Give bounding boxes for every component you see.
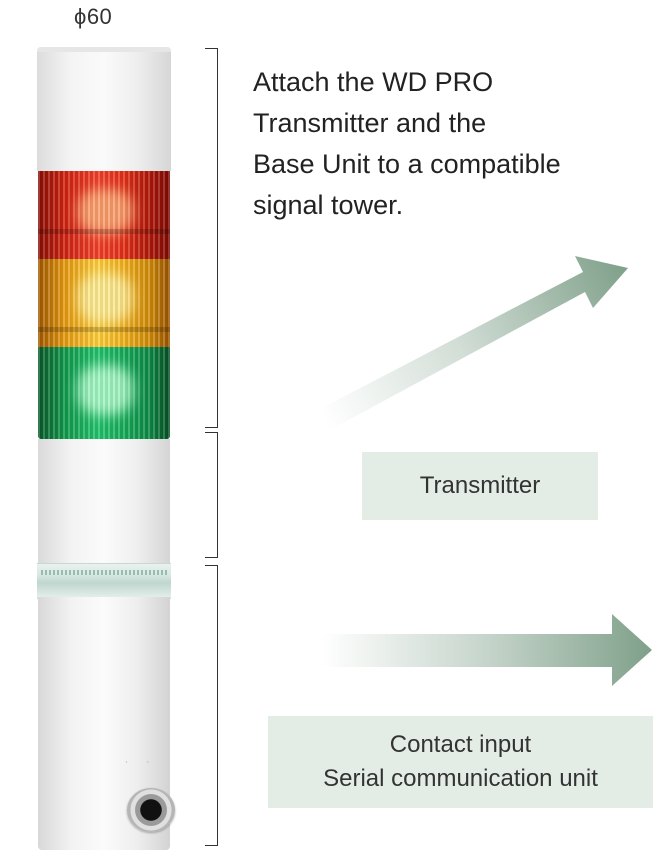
tower-top-cap bbox=[37, 47, 171, 171]
instruction-line: Attach the WD PRO bbox=[253, 67, 494, 97]
instruction-line: signal tower. bbox=[253, 190, 404, 220]
light-section-bracket bbox=[205, 48, 218, 428]
embossed-marks: ⋅ ⋅ bbox=[125, 757, 158, 767]
signal-tower-image: ⋅ ⋅ bbox=[37, 47, 175, 850]
unit-joint-ring bbox=[37, 563, 171, 599]
green-light-segment bbox=[38, 347, 170, 439]
diameter-label: ϕ60 bbox=[74, 4, 113, 29]
transmitter-arrow-icon bbox=[318, 256, 628, 430]
instruction-line: Base Unit to a compatible bbox=[253, 149, 561, 179]
cable-gland bbox=[127, 788, 175, 832]
contact-unit-line: Serial communication unit bbox=[323, 765, 598, 792]
transmitter-bracket bbox=[205, 432, 218, 558]
instruction-line: Transmitter and the bbox=[253, 108, 487, 138]
transmitter-label-box: Transmitter bbox=[362, 452, 598, 520]
contact-unit-label-box: Contact input Serial communication unit bbox=[268, 716, 653, 808]
base-unit-arrow-icon bbox=[322, 614, 652, 686]
amber-light-segment bbox=[38, 259, 170, 347]
transmitter-body bbox=[38, 439, 170, 563]
base-unit-bracket bbox=[205, 565, 218, 846]
attach-instruction-text: Attach the WD PRO Transmitter and the Ba… bbox=[253, 62, 653, 226]
red-light-segment bbox=[38, 171, 170, 259]
contact-unit-line: Contact input bbox=[389, 731, 532, 758]
